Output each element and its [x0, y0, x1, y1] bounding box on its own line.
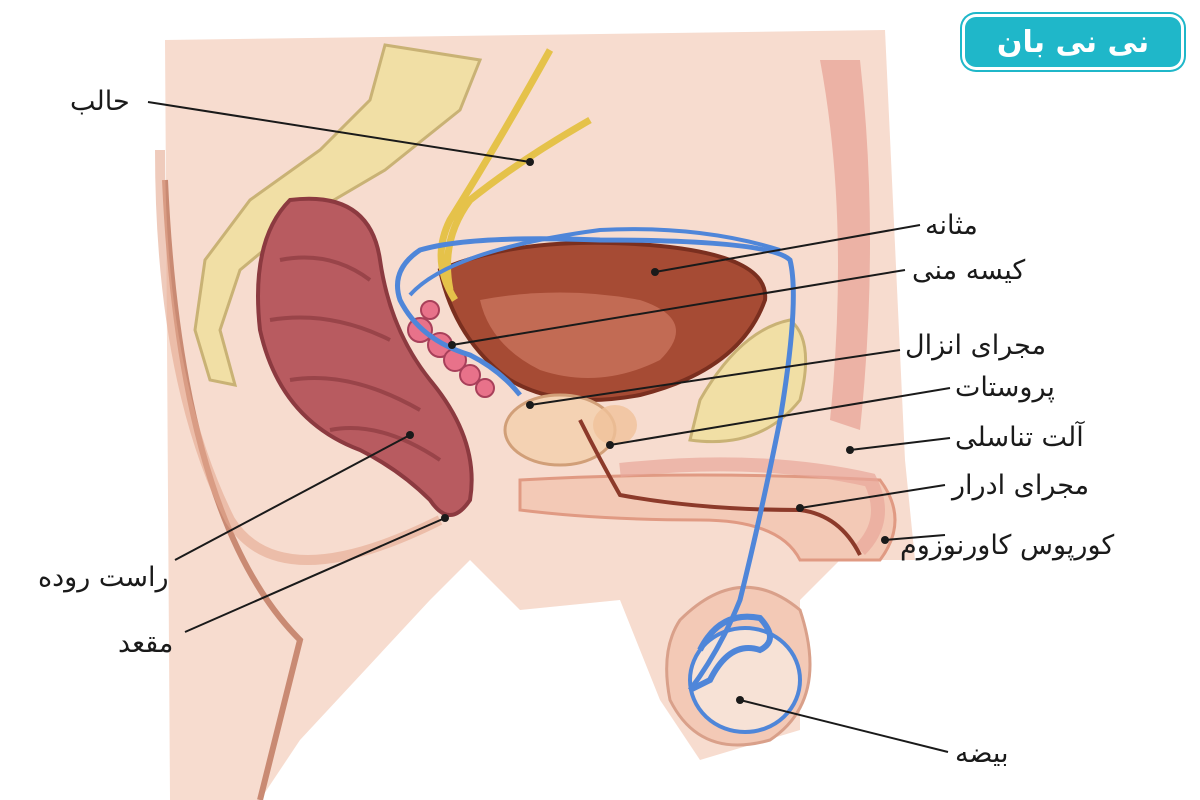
corpus-cavernosum — [619, 457, 885, 555]
leader-lines — [147, 101, 951, 753]
label-seminal-vesicle: کیسه منی — [912, 255, 1026, 286]
label-rectum: راست روده — [38, 562, 169, 593]
urethra-tube — [578, 419, 862, 556]
label-corpus-cavernosum: کورپوس کاورنوزوم — [900, 530, 1115, 561]
label-urethra: مجرای ادرار — [952, 470, 1090, 501]
sacrum-bone — [193, 43, 483, 387]
testis-shape — [688, 626, 802, 734]
bladder-inner — [480, 292, 676, 378]
prostate-lobe — [593, 405, 637, 445]
label-bladder: مثانه — [925, 210, 978, 241]
leader-seminal-vesicle — [451, 269, 906, 346]
leader-ejaculatory-duct — [529, 349, 901, 406]
penis-shaft — [518, 473, 897, 562]
label-penis: آلت تناسلی — [955, 422, 1084, 453]
vas-deferens — [395, 236, 796, 692]
site-logo[interactable]: نی نی بان — [962, 14, 1184, 70]
leader-testis — [739, 699, 949, 753]
leader-corpus-cavernosum — [884, 534, 946, 541]
label-anus: مقعد — [118, 628, 174, 659]
leader-bladder — [654, 224, 921, 273]
pubic-bone — [688, 318, 808, 444]
label-ejaculatory-duct: مجرای انزال — [905, 330, 1047, 361]
vas-deferens-2 — [408, 227, 781, 297]
leader-rectum — [174, 434, 411, 561]
rectum-folds — [269, 255, 442, 462]
leader-penis — [849, 437, 951, 451]
rectum-shape — [256, 196, 474, 517]
label-prostate: پروستات — [955, 372, 1055, 403]
leader-uterus — [147, 101, 531, 163]
leader-urethra — [799, 484, 946, 509]
epididymis — [688, 613, 773, 693]
leader-prostate — [609, 387, 951, 446]
abdominal-wall — [820, 60, 870, 430]
ureter-right — [444, 116, 592, 291]
skin-back — [155, 149, 443, 565]
leader-anus — [184, 517, 446, 633]
label-testis: بیضه — [955, 738, 1009, 769]
leader-dots — [406, 158, 889, 704]
label-uterus: حالب — [70, 86, 130, 117]
